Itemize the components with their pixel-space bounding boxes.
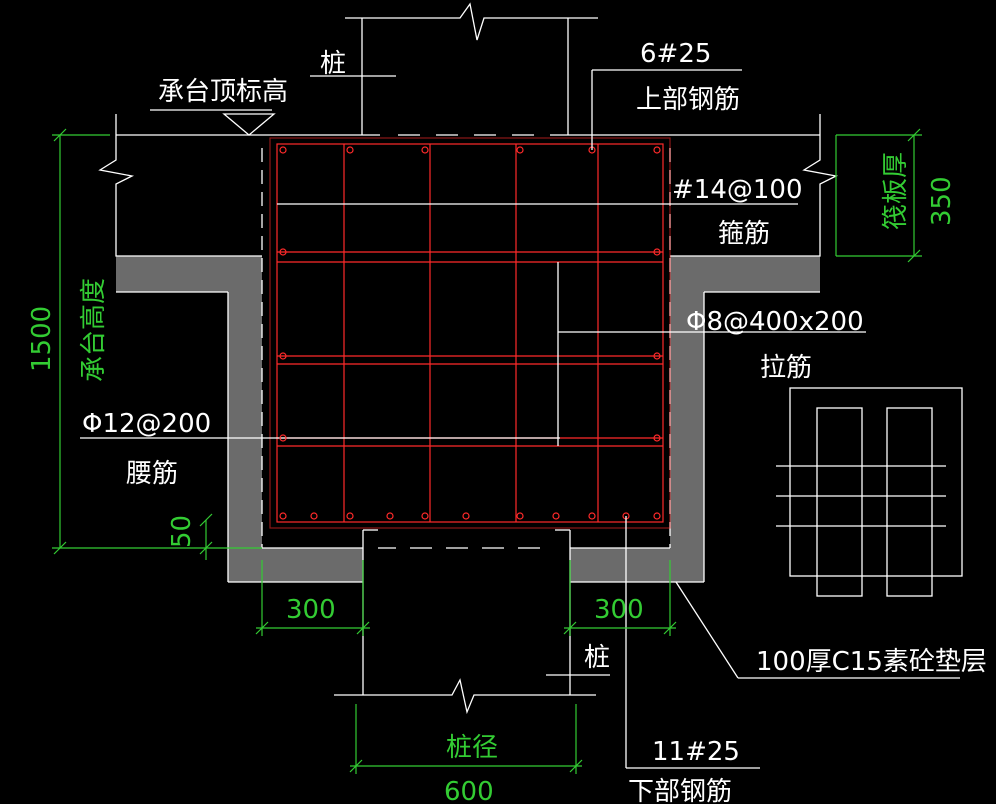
raft-thickness-label: 筏板厚	[881, 152, 911, 230]
dim-300-right-label: 300	[594, 595, 644, 625]
stirrup-name-label: 箍筋	[718, 219, 770, 249]
raft-thickness-value: 350	[927, 176, 957, 226]
bottom-bars-count-label: 11#25	[652, 737, 740, 767]
top-bars-count-label: 6#25	[640, 39, 711, 69]
pile-bottom-label: 桩	[584, 643, 610, 673]
pile-diameter-label: 桩径	[446, 733, 498, 763]
dimension-lines	[52, 128, 922, 774]
leader-lines	[80, 69, 960, 769]
waist-spec-label: Φ12@200	[82, 409, 211, 439]
cap-height-value: 1500	[27, 306, 57, 372]
dim-300-left-label: 300	[286, 595, 336, 625]
cap-top-elevation-label: 承台顶标高	[158, 77, 288, 107]
pile-bottom-outline	[334, 529, 610, 715]
rebar-cage	[269, 137, 671, 529]
cap-height-label: 承台高度	[79, 278, 109, 382]
rebar-dots	[279, 146, 661, 520]
cushion-label: 100厚C15素砼垫层	[756, 647, 987, 677]
raft-slab-outline	[98, 109, 839, 583]
tie-spec-label: Φ8@400x200	[686, 307, 864, 337]
cap-outline	[261, 148, 671, 549]
top-bars-name-label: 上部钢筋	[636, 85, 740, 115]
pile-top-label: 桩	[320, 49, 346, 79]
waist-name-label: 腰筋	[126, 459, 178, 489]
dim-50-label: 50	[167, 515, 197, 548]
pile-diameter-value: 600	[444, 777, 494, 804]
stirrup-spec-label: #14@100	[672, 175, 803, 205]
concrete-cushion	[116, 256, 820, 582]
pile-top-outline	[310, 2, 598, 136]
tie-bar-detail	[776, 387, 963, 597]
tie-name-label: 拉筋	[760, 353, 812, 383]
bottom-bars-name-label: 下部钢筋	[628, 777, 732, 804]
